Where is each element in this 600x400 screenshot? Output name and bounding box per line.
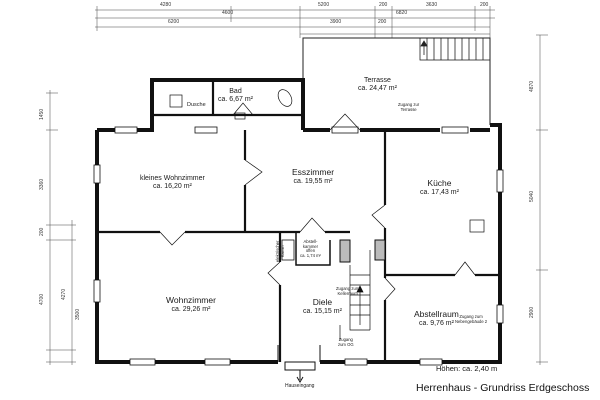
dim-top-6200: 6200 <box>168 19 180 25</box>
kitchen-fixture <box>469 219 485 233</box>
room-abstellkammer: Abstell- kammer offen ca. 1,74 m² <box>300 239 321 258</box>
interior-walls <box>97 80 500 362</box>
dim-left-200: 200 <box>39 227 45 236</box>
plan-title: Herrenhaus - Grundriss Erdgeschoss <box>416 382 590 394</box>
dim-top-6820: 6820 <box>396 10 408 16</box>
label-zugang-keller: Zugang zum Kellerraum <box>336 286 360 296</box>
dim-left-3500: 3500 <box>75 308 81 320</box>
label-zugang-og: Zugang zum OG <box>338 337 354 347</box>
label-zugang-nebengebaeude: Zugang zum Nebengebäude 2 <box>455 314 488 324</box>
dim-right-4870: 4870 <box>529 80 535 92</box>
dimension-lines-right <box>536 34 548 365</box>
room-bad: Bad ca. 6,67 m² <box>218 88 254 104</box>
label-zugang-terrasse: Zugang zur Terrasse <box>398 102 420 112</box>
dimension-lines-top <box>95 6 495 38</box>
height-note: Höhen: ca. 2,40 m <box>436 364 498 373</box>
kamin-box <box>281 239 295 261</box>
abstellkammer-box <box>295 232 331 266</box>
terrace-stairs-arrow <box>420 40 428 55</box>
dimension-lines-left <box>46 90 76 365</box>
chimney <box>339 239 351 263</box>
room-abstellraum: Abstellraum ca. 9,76 m² <box>414 309 459 327</box>
room-diele: Diele ca. 15,15 m² <box>303 297 342 315</box>
label-hauseingang: Hauseingang <box>285 383 315 389</box>
room-wohnzimmer: Wohnzimmer ca. 29,26 m² <box>166 295 216 313</box>
room-kueche: Küche ca. 17,43 m² <box>420 178 459 196</box>
label-kamin: elektrischer Kamin <box>275 240 285 262</box>
door-swings <box>159 102 476 301</box>
dim-left-4700: 4700 <box>39 293 45 305</box>
windows <box>93 126 504 366</box>
dim-left-1450: 1450 <box>39 108 45 120</box>
dim-top-5200: 5200 <box>318 2 330 8</box>
entrance-steps <box>277 345 321 383</box>
dim-right-5040: 5040 <box>529 190 535 202</box>
dim-right-2900: 2900 <box>529 306 535 318</box>
terrace-stairs <box>419 37 491 61</box>
dim-top-200b: 200 <box>480 2 489 8</box>
room-dusche: Dusche <box>187 102 206 108</box>
dim-top-4600: 4600 <box>222 10 234 16</box>
diele-stairs <box>349 250 371 331</box>
dim-top-3630: 3630 <box>426 2 438 8</box>
room-esszimmer: Esszimmer ca. 19,55 m² <box>292 167 335 185</box>
stair-arrows <box>339 285 364 340</box>
bath-fixtures <box>169 89 293 120</box>
dim-top-3900: 3900 <box>330 19 342 25</box>
dim-top-4280: 4280 <box>160 2 172 8</box>
dim-left-4270: 4270 <box>61 288 67 300</box>
dim-left-3360: 3360 <box>39 178 45 190</box>
dim-top-200a: 200 <box>379 2 388 8</box>
room-terrasse: Terrasse ca. 24,47 m² <box>358 77 397 93</box>
dim-top-200c: 200 <box>378 19 387 25</box>
kitchen-chimney <box>374 239 386 261</box>
room-kleines-wohnzimmer: kleines Wohnzimmer ca. 16,20 m² <box>140 175 205 191</box>
